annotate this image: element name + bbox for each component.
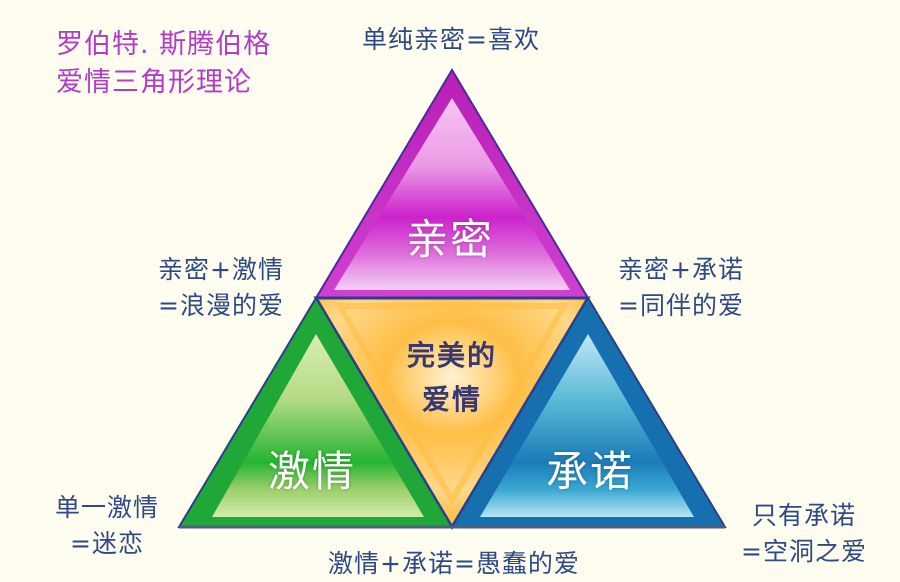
title-line-1: 罗伯特. 斯腾伯格 (56, 29, 272, 60)
consummate-love-line1: 完美的 (406, 339, 497, 372)
diagram-title: 罗伯特. 斯腾伯格 爱情三角形理论 (56, 26, 271, 102)
label-companionate-love: 亲密+承诺 =同伴的爱 (618, 252, 744, 324)
consummate-love-line2: 爱情 (421, 383, 482, 416)
label-fatuous-love: 激情+承诺=愚蠢的爱 (328, 549, 580, 578)
label-romantic-love: 亲密+激情 =浪漫的爱 (158, 252, 284, 324)
label-romantic-love-line1: 亲密+激情 (158, 255, 284, 284)
label-infatuation-line1: 单一激情 (54, 493, 159, 522)
label-infatuation: 单一激情 =迷恋 (48, 490, 166, 562)
passion-label: 激情 (268, 447, 357, 496)
label-empty-love-line1: 只有承诺 (751, 501, 856, 530)
intimacy-label: 亲密 (406, 215, 495, 264)
consummate-love-label: 完美的 爱情 (382, 334, 522, 422)
label-empty-love-line2: =空洞之爱 (741, 537, 867, 566)
label-empty-love: 只有承诺 =空洞之爱 (734, 498, 874, 570)
label-infatuation-line2: =迷恋 (70, 529, 144, 558)
label-companionate-love-line1: 亲密+承诺 (618, 255, 744, 284)
label-liking: 单纯亲密=喜欢 (362, 25, 540, 54)
commitment-label: 承诺 (546, 447, 635, 496)
label-companionate-love-line2: =同伴的爱 (618, 291, 744, 320)
title-line-2: 爱情三角形理论 (56, 67, 252, 98)
label-romantic-love-line2: =浪漫的爱 (158, 291, 284, 320)
